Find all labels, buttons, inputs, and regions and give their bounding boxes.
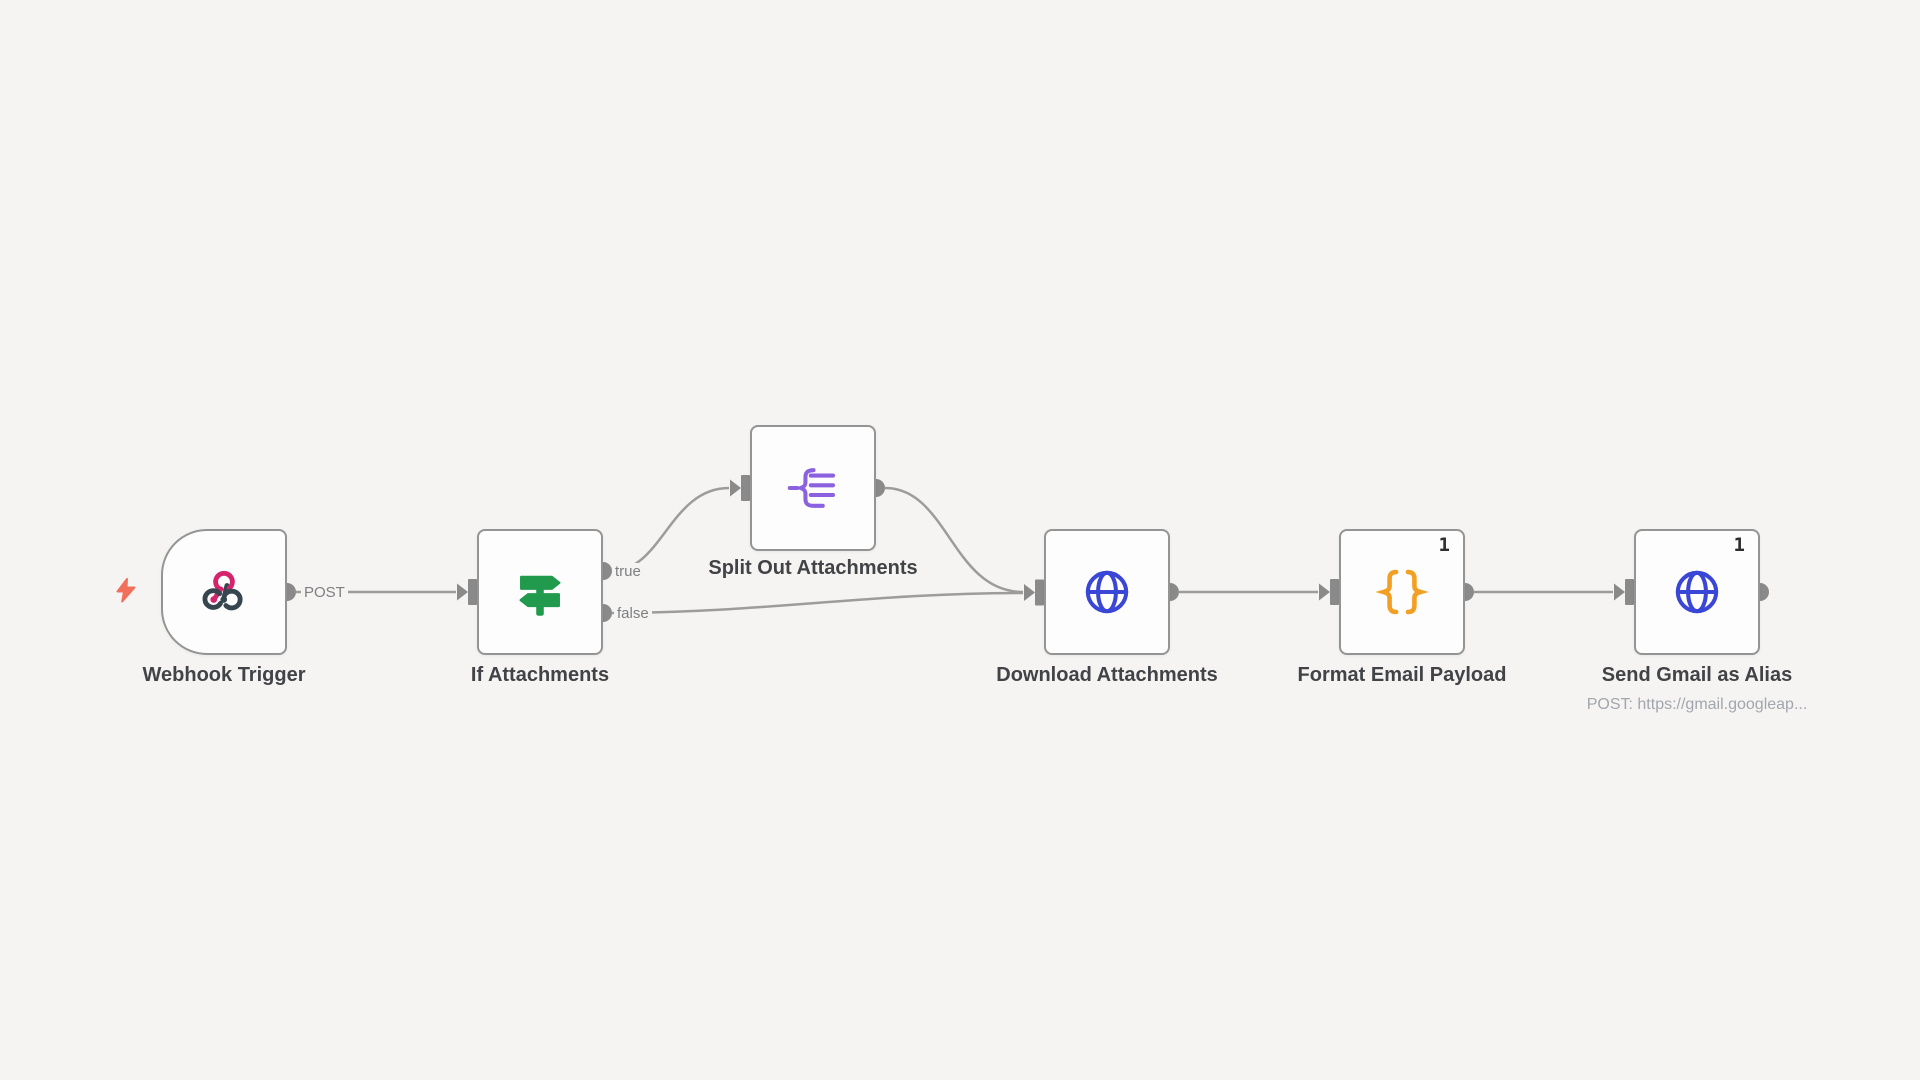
wire-label-post: POST	[301, 584, 348, 601]
lightning-bolt-icon[interactable]	[114, 578, 138, 603]
split-out-icon	[787, 468, 836, 508]
input-connector-splitout[interactable]	[730, 475, 750, 501]
node-split-out-attachments[interactable]	[750, 425, 876, 551]
if-signpost-icon	[519, 575, 561, 616]
input-connector-format[interactable]	[1319, 579, 1339, 605]
node-label-format-email-payload: Format Email Payload	[1297, 664, 1507, 686]
node-label-if-attachments: If Attachments	[470, 664, 610, 686]
items-count-badge: 1	[1733, 534, 1745, 556]
wire-label-true: true	[612, 563, 644, 580]
connection-if-false-to-download[interactable]	[611, 591, 1024, 615]
curly-braces-icon	[1375, 569, 1429, 615]
webhook-icon	[202, 570, 243, 611]
node-format-email-payload[interactable]: 1	[1339, 529, 1465, 655]
globe-icon	[1085, 570, 1129, 614]
node-subtitle-send-gmail: POST: https://gmail.googleap...	[1586, 696, 1808, 713]
node-download-attachments[interactable]	[1044, 529, 1170, 655]
node-send-gmail-as-alias[interactable]: 1	[1634, 529, 1760, 655]
node-if-attachments[interactable]	[477, 529, 603, 655]
wire-label-false: false	[614, 605, 652, 622]
input-connectors	[457, 475, 1634, 606]
node-label-split-out-attachments: Split Out Attachments	[708, 557, 918, 579]
globe-icon	[1675, 570, 1719, 614]
node-label-webhook-trigger: Webhook Trigger	[142, 664, 306, 686]
items-count-badge: 1	[1438, 534, 1450, 556]
input-connector-send[interactable]	[1614, 579, 1634, 605]
node-label-send-gmail-as-alias: Send Gmail as Alias	[1601, 664, 1793, 686]
input-connector-download[interactable]	[1024, 579, 1044, 606]
connection-splitout-to-download[interactable]	[884, 486, 1024, 594]
input-connector-if[interactable]	[457, 579, 477, 605]
node-label-download-attachments: Download Attachments	[996, 664, 1218, 686]
node-webhook-trigger[interactable]	[161, 529, 287, 655]
